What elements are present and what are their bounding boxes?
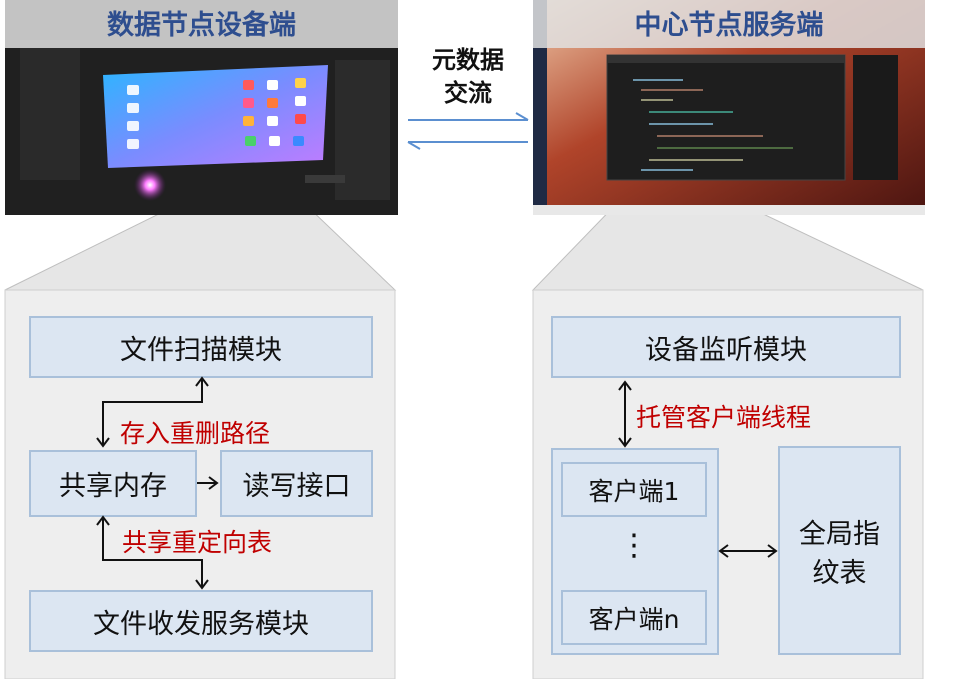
device-listen-module: 设备监听模块	[551, 316, 901, 378]
global-fingerprint-table: 全局指 纹表	[778, 446, 901, 655]
client-1-box: 客户端1	[561, 462, 707, 517]
read-write-interface-box: 读写接口	[220, 450, 373, 517]
scan-memory-connector	[102, 378, 203, 446]
host-client-threads-label: 托管客户端线程	[636, 403, 812, 432]
right-connectors	[618, 380, 778, 558]
server-title: 中心节点服务端	[533, 0, 925, 48]
file-scan-module: 文件扫描模块	[29, 316, 373, 378]
store-dedup-path-label: 存入重删路径	[120, 419, 271, 448]
exchange-label-line1: 元数据	[432, 46, 504, 74]
global-fp-line1: 全局指	[799, 518, 880, 550]
file-transfer-module: 文件收发服务模块	[29, 590, 373, 652]
memory-transfer-connector	[102, 517, 203, 588]
global-fp-line2: 纹表	[812, 557, 867, 589]
client-ellipsis: ⋮	[619, 528, 649, 563]
device-title: 数据节点设备端	[5, 0, 398, 48]
client-n-box: 客户端n	[561, 590, 707, 645]
shared-redirect-table-label: 共享重定向表	[122, 528, 273, 557]
shared-memory-box: 共享内存	[29, 450, 197, 517]
exchange-arrows	[407, 112, 529, 150]
left-connectors	[96, 376, 219, 590]
exchange-label-line2: 交流	[444, 79, 492, 107]
